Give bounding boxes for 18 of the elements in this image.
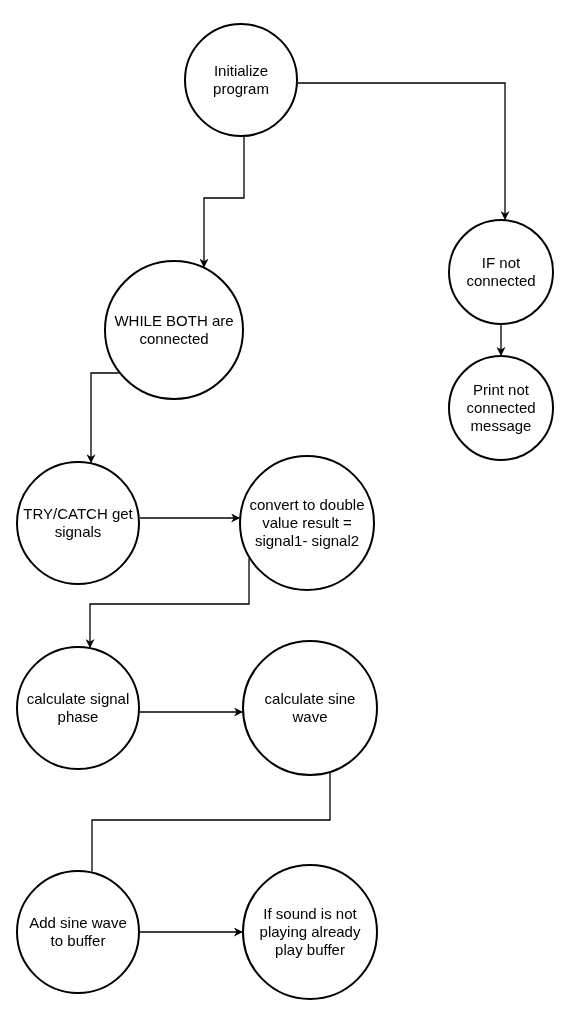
node-text: TRY/CATCH get signals [22, 505, 134, 541]
arrow [86, 372, 120, 464]
node-text: WHILE BOTH are connected [113, 312, 235, 348]
arrow [297, 82, 510, 221]
node-text: Print not connected message [465, 381, 537, 435]
node-text: If sound is not playing already play buffer [258, 905, 362, 959]
arrow [139, 513, 241, 523]
connector-line [91, 772, 331, 873]
node-text: Add sine wave to buffer [28, 914, 128, 950]
node-text: calculate sine wave [263, 690, 357, 726]
node-text: calculate signal phase [25, 690, 131, 726]
node-text: IF not connected [465, 254, 537, 290]
arrow [496, 324, 506, 356]
node-text: Initialize program [212, 62, 270, 98]
arrow [199, 136, 245, 268]
arrow [139, 707, 243, 717]
arrow [139, 927, 243, 937]
node-text: convert to double value result = signal1- signal2 [248, 496, 366, 550]
